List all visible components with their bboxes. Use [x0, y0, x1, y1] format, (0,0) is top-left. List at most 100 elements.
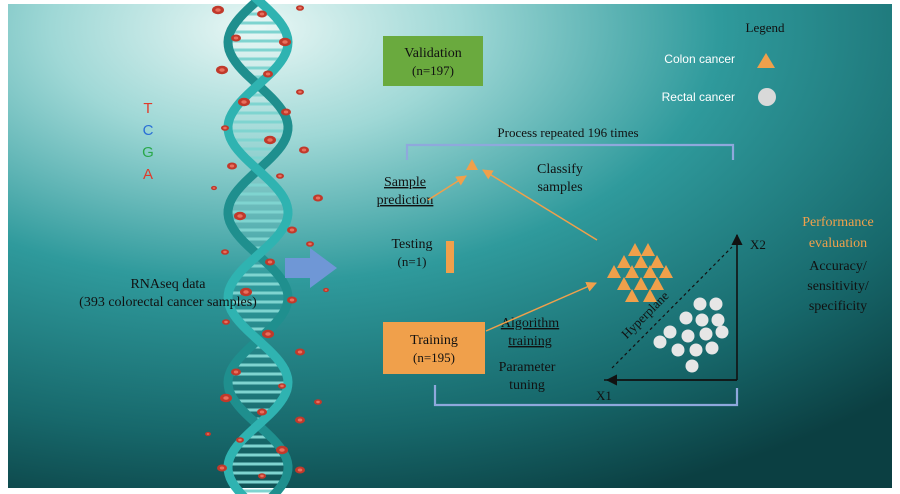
- performance-title-2: evaluation: [809, 236, 867, 251]
- input-data-subtitle: (393 colorectal cancer samples): [79, 295, 257, 310]
- legend: Legend Colon cancer Rectal cancer: [662, 20, 785, 106]
- training-arrow: [485, 281, 597, 332]
- rectal-sample-circle: [679, 311, 693, 325]
- blood-cell-center: [265, 72, 271, 76]
- blood-cell-center: [283, 110, 289, 114]
- metric-accuracy: Accuracy/: [809, 259, 867, 274]
- classify-arrow: [482, 169, 598, 241]
- parameter-tuning-label-2: tuning: [509, 378, 545, 393]
- rectal-sample-circle: [715, 325, 729, 339]
- blood-cell-center: [243, 290, 249, 294]
- input-data-title: RNAseq data: [130, 277, 206, 292]
- validation-box: [383, 36, 483, 86]
- training-box: [383, 322, 485, 374]
- blood-cell-center: [265, 332, 271, 336]
- blood-cell-center: [233, 36, 239, 40]
- blood-cell-center: [297, 418, 303, 422]
- colon-sample-triangle: [625, 289, 639, 302]
- rectal-sample-circle: [709, 297, 723, 311]
- blood-cell-center: [298, 90, 302, 94]
- base-letter-g: G: [142, 144, 154, 161]
- loop-bottom-line: [433, 385, 739, 407]
- algorithm-training-label-2: training: [508, 334, 552, 349]
- testing-count: (n=1): [398, 254, 427, 269]
- blood-cell-center: [219, 68, 225, 72]
- blood-cell-center: [297, 468, 303, 472]
- blood-cell-center: [282, 40, 288, 44]
- sample-prediction-label-1: Sample: [384, 175, 426, 190]
- input-arrow: [285, 248, 337, 288]
- sample-prediction-label-2: prediction: [377, 193, 434, 208]
- parameter-tuning-label-1: Parameter: [499, 360, 556, 375]
- loop-label: Process repeated 196 times: [497, 125, 638, 140]
- colon-sample-triangle: [617, 255, 631, 268]
- process-loop: [405, 143, 739, 407]
- blood-cell-center: [289, 298, 295, 302]
- blood-cell-center: [289, 228, 295, 232]
- rectal-sample-circle: [699, 327, 713, 341]
- base-letter-a: A: [143, 166, 153, 183]
- rectal-sample-circle: [711, 313, 725, 327]
- legend-colon-label: Colon cancer: [664, 52, 735, 66]
- hyperplane-line: [611, 246, 733, 369]
- blood-cell-center: [278, 174, 282, 178]
- prediction-arrow: [427, 175, 467, 201]
- rectal-cluster: [653, 297, 729, 373]
- blood-cell-center: [206, 433, 210, 435]
- blood-cell-center: [219, 466, 225, 470]
- blood-cell-center: [298, 6, 302, 10]
- x-axis-label: X1: [596, 388, 612, 403]
- blood-cell-center: [212, 187, 216, 189]
- blood-cell-center: [308, 242, 312, 246]
- blood-cell-center: [316, 400, 320, 404]
- blood-cell-center: [260, 474, 264, 478]
- rectal-sample-circle: [705, 341, 719, 355]
- base-letters: T C G A: [142, 100, 154, 183]
- loop-top-line: [405, 143, 735, 160]
- colon-sample-triangle: [659, 265, 673, 278]
- legend-triangle-icon: [757, 53, 775, 68]
- testing-label: Testing: [391, 237, 432, 252]
- blood-cell-center: [315, 196, 321, 200]
- blood-cell-center: [237, 214, 243, 218]
- rectal-sample-circle: [695, 313, 709, 327]
- colon-sample-triangle: [650, 277, 664, 290]
- blood-cell-center: [215, 8, 221, 12]
- colon-sample-triangle: [634, 255, 648, 268]
- rectal-sample-circle: [681, 329, 695, 343]
- blood-cell-center: [259, 12, 265, 16]
- blood-cell-center: [267, 138, 273, 142]
- validation-count: (n=197): [412, 63, 454, 78]
- colon-sample-triangle: [617, 277, 631, 290]
- blood-cell-center: [223, 396, 229, 400]
- blood-cells: [205, 5, 329, 479]
- performance-title-1: Performance: [802, 215, 874, 230]
- legend-title: Legend: [746, 20, 785, 35]
- rectal-sample-circle: [685, 359, 699, 373]
- legend-rectal-label: Rectal cancer: [662, 90, 735, 104]
- base-letter-c: C: [143, 122, 154, 139]
- colon-sample-triangle: [625, 265, 639, 278]
- performance-evaluation: Performance evaluation Accuracy/ sensiti…: [802, 215, 874, 314]
- blood-cell-center: [280, 384, 284, 388]
- blood-cell-center: [229, 164, 235, 168]
- colon-sample-triangle: [650, 255, 664, 268]
- y-axis-label: X2: [750, 237, 766, 252]
- colon-sample-triangle: [607, 265, 621, 278]
- dna-strand-back: [223, 0, 293, 494]
- rectal-sample-circle: [689, 343, 703, 357]
- legend-circle-icon: [758, 88, 776, 106]
- rectal-sample-circle: [653, 335, 667, 349]
- blood-cell-center: [241, 100, 247, 104]
- colon-sample-triangle: [634, 277, 648, 290]
- training-label: Training: [410, 333, 458, 348]
- metric-sensitivity: sensitivity/: [807, 279, 869, 294]
- blood-cell-center: [223, 250, 227, 254]
- rectal-sample-circle: [663, 325, 677, 339]
- blood-cell-center: [224, 320, 228, 324]
- colon-sample-triangle: [643, 265, 657, 278]
- colon-sample-triangle: [643, 289, 657, 302]
- metric-specificity: specificity: [809, 299, 867, 314]
